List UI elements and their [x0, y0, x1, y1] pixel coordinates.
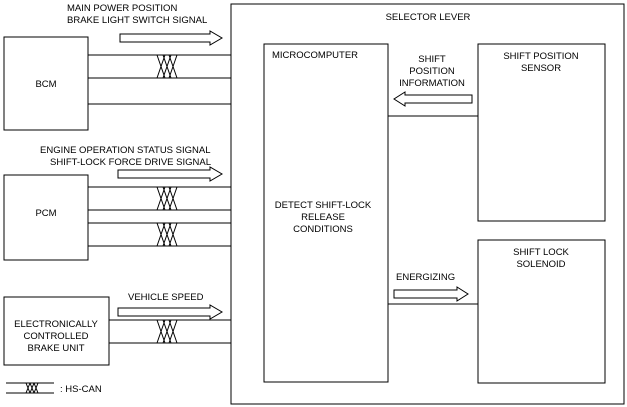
pcm-signal-arrow	[117, 166, 223, 182]
ebcu-label-2: CONTROLLED	[24, 331, 89, 342]
microcomputer-box	[263, 43, 389, 383]
energizing-arrow	[393, 286, 469, 302]
shift-position-info-line-3: INFORMATION	[399, 78, 465, 89]
pcm-signal-line-2: SHIFT-LOCK FORCE DRIVE SIGNAL	[50, 157, 211, 168]
bcm-signal-line-2: BRAKE LIGHT SWITCH SIGNAL	[67, 15, 207, 26]
hs-can-legend-symbol	[6, 382, 54, 394]
shift-lock-solenoid-box	[477, 239, 606, 384]
ebcu-hs-can-pair	[109, 319, 231, 344]
shift-lock-solenoid-label-2: SOLENOID	[516, 259, 565, 270]
energizing-label: ENERGIZING	[396, 272, 455, 283]
bcm-hs-can-pair	[88, 54, 231, 105]
ebcu-label-3: BRAKE UNIT	[27, 343, 84, 354]
shift-position-sensor-label-2: SENSOR	[521, 63, 561, 74]
shift-position-info-line-1: SHIFT	[418, 54, 446, 65]
pcm-hs-can-pair-2	[88, 222, 231, 247]
pcm-label: PCM	[35, 208, 56, 219]
ebcu-signal-label: VEHICLE SPEED	[128, 292, 204, 303]
ebcu-box	[3, 296, 110, 366]
shift-position-sensor-box	[477, 43, 606, 222]
pcm-signal-line-1: ENGINE OPERATION STATUS SIGNAL	[40, 145, 211, 156]
shift-lock-solenoid-label-1: SHIFT LOCK	[513, 247, 569, 258]
pcm-box	[3, 174, 89, 261]
pcm-hs-can-pair-1	[88, 186, 231, 211]
microcomputer-function-line-1: DETECT SHIFT-LOCK	[275, 200, 372, 211]
selector-lever-label: SELECTOR LEVER	[386, 12, 471, 23]
bcm-signal-arrow	[119, 30, 223, 46]
bcm-signal-line-1: MAIN POWER POSITION	[67, 3, 177, 14]
microcomputer-function-line-2: RELEASE	[301, 212, 345, 223]
ebcu-label-1: ELECTRONICALLY	[14, 319, 98, 330]
shift-position-info-arrow	[393, 91, 473, 107]
shift-position-info-line-2: POSITION	[409, 66, 455, 77]
shift-position-sensor-label-1: SHIFT POSITION	[503, 51, 578, 62]
microcomputer-function-line-3: CONDITIONS	[293, 224, 353, 235]
bcm-box	[3, 36, 89, 131]
microcomputer-label: MICROCOMPUTER	[272, 50, 358, 61]
hs-can-legend-label: : HS-CAN	[60, 384, 102, 395]
ebcu-signal-arrow	[117, 304, 223, 320]
bcm-label: BCM	[35, 79, 56, 90]
